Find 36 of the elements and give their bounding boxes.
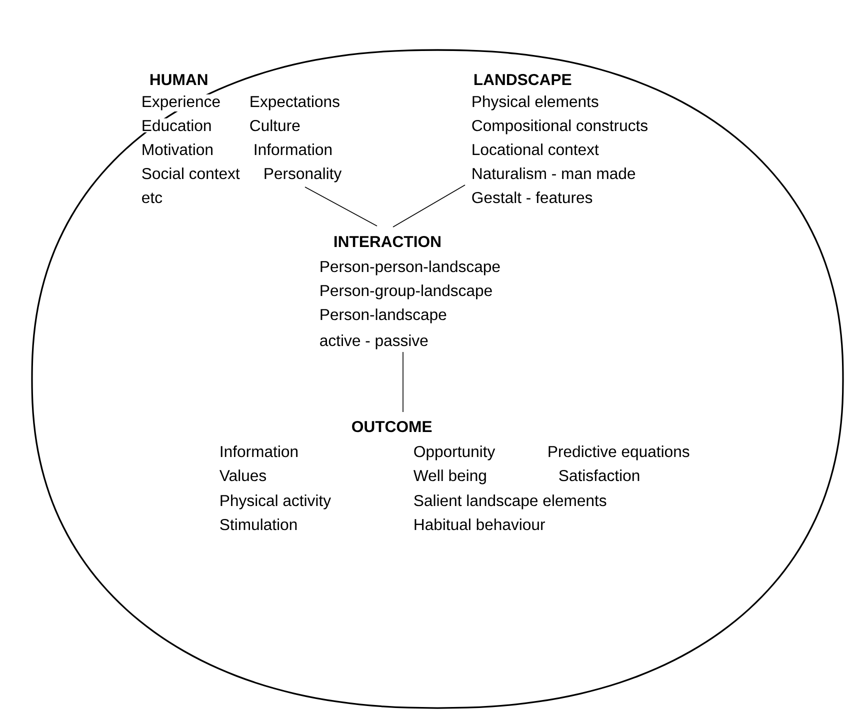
heading: OUTCOME [350,420,434,434]
heading: LANDSCAPE [472,72,573,86]
list-item: Gestalt - features [470,190,594,204]
list-item: Social context [140,166,242,180]
list-item: Opportunity [412,444,496,462]
list-item: Well being [412,468,488,486]
list-item: Habitual behaviour [412,517,546,532]
list-item: Physical activity [218,493,332,510]
list-item: Information [252,142,334,156]
heading: INTERACTION [332,234,443,248]
list-item: Satisfaction [557,468,642,482]
ellipse-outline [31,49,844,709]
list-item: Values [218,468,268,482]
list-item: etc [140,192,164,204]
list-item: Person-group-landscape [318,283,494,300]
list-item: Compositional constructs [470,118,650,136]
connector-line [392,184,466,228]
list-item: Locational context [470,142,600,156]
connector-line [304,186,378,226]
list-item: Salient landscape elements [412,493,608,510]
list-item: Person-landscape [318,307,448,324]
list-item: Physical elements [470,94,600,112]
list-item: Information [218,444,300,458]
list-item: Culture [248,118,302,132]
list-item: Naturalism - man made [470,166,637,180]
list-item: Experience [140,94,222,112]
heading: HUMAN [148,72,210,86]
list-item: active - passive [318,333,430,350]
list-item: Stimulation [218,517,299,532]
connector-line [402,352,404,412]
list-item: Predictive equations [546,444,692,462]
list-item: Education [140,118,213,132]
list-item: Personality [262,166,343,184]
list-item: Person-person-landscape [318,259,502,276]
list-item: Motivation [140,142,215,156]
list-item: Expectations [248,94,342,112]
